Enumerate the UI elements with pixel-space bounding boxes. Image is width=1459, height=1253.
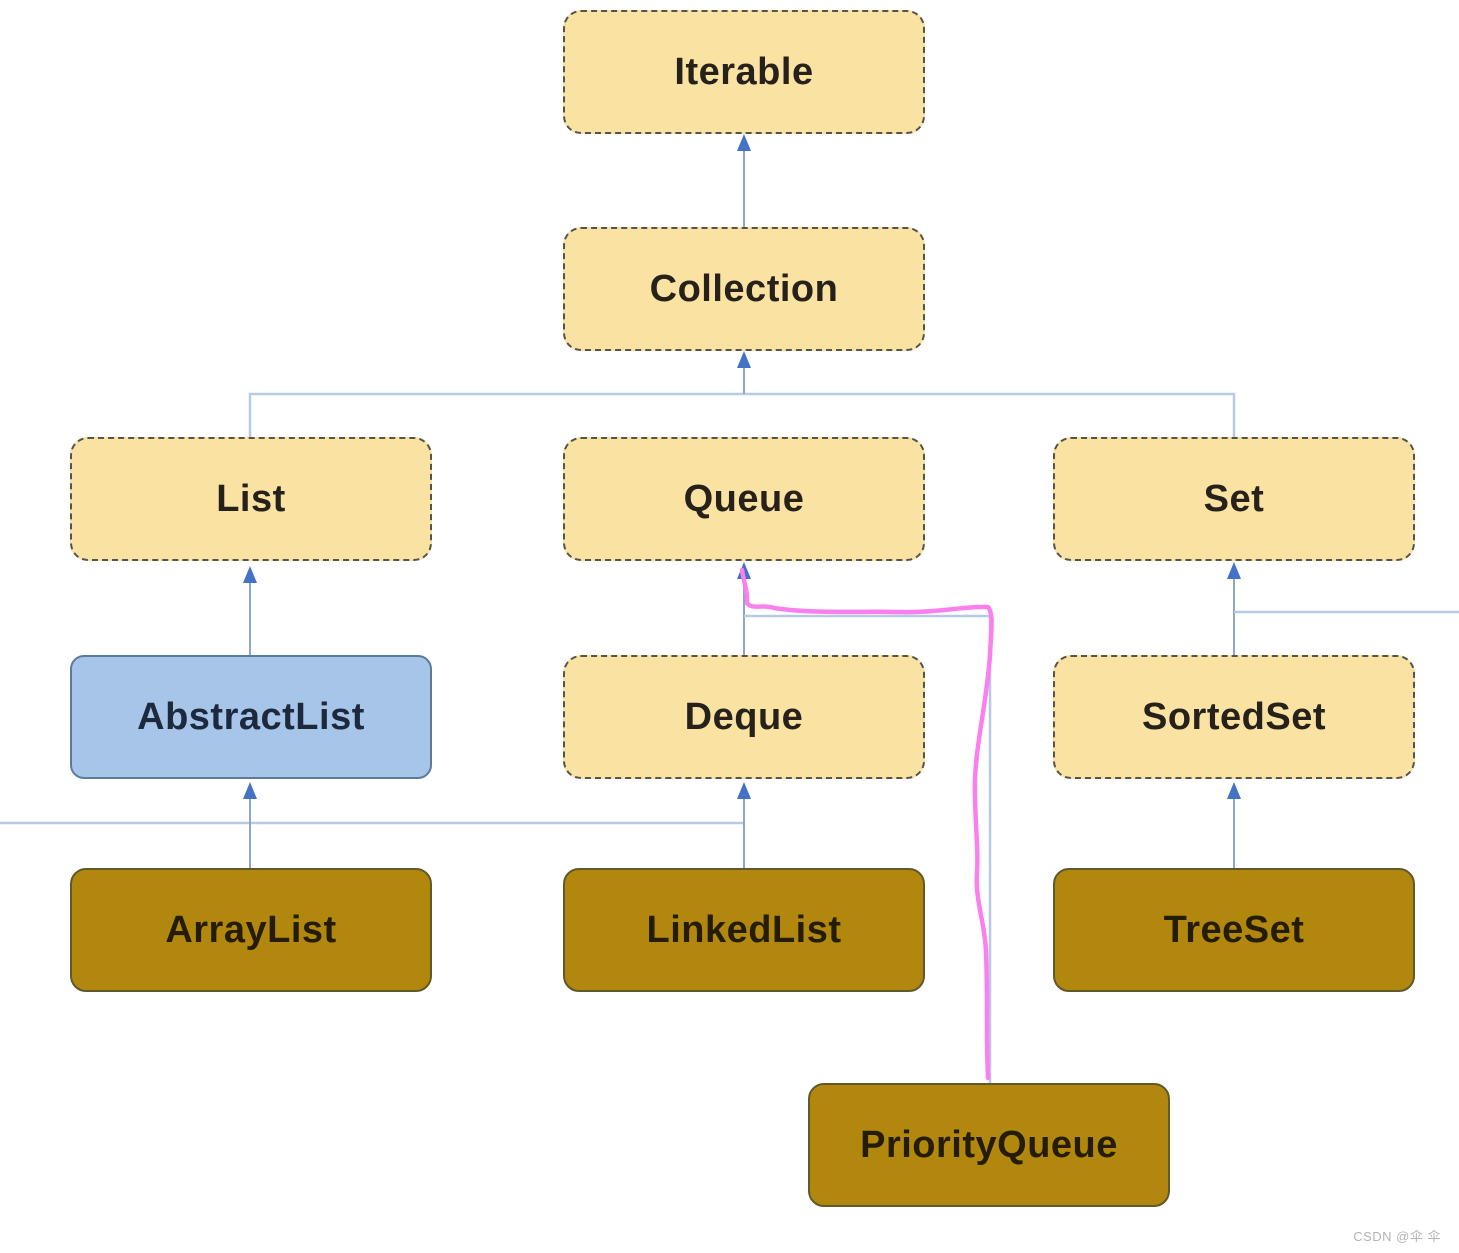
edge-collection-iterable [737,134,751,228]
node-arraylist: ArrayList [70,868,432,992]
edge-treeset-sortedset [1227,782,1241,868]
node-deque: Deque [563,655,925,779]
node-priorityqueue: PriorityQueue [808,1083,1170,1207]
edge-arraylist-abstractlist [0,782,745,868]
watermark: CSDN @伞 伞 [1353,1229,1441,1244]
node-sortedset: SortedSet [1053,655,1415,779]
node-set: Set [1053,437,1415,561]
node-collection: Collection [563,227,925,351]
node-linkedlist: LinkedList [563,868,925,992]
node-queue: Queue [563,437,925,561]
edge-linkedlist-deque [737,782,751,868]
edge-sortedset-set [1227,562,1241,655]
edge-children-collection [248,351,1236,437]
node-treeset: TreeSet [1053,868,1415,992]
node-abstractlist: AbstractList [70,655,432,779]
node-iterable: Iterable [563,10,925,134]
pink-annotation-trace [739,567,994,1081]
edge-abstractlist-list [243,566,257,655]
node-list: List [70,437,432,561]
